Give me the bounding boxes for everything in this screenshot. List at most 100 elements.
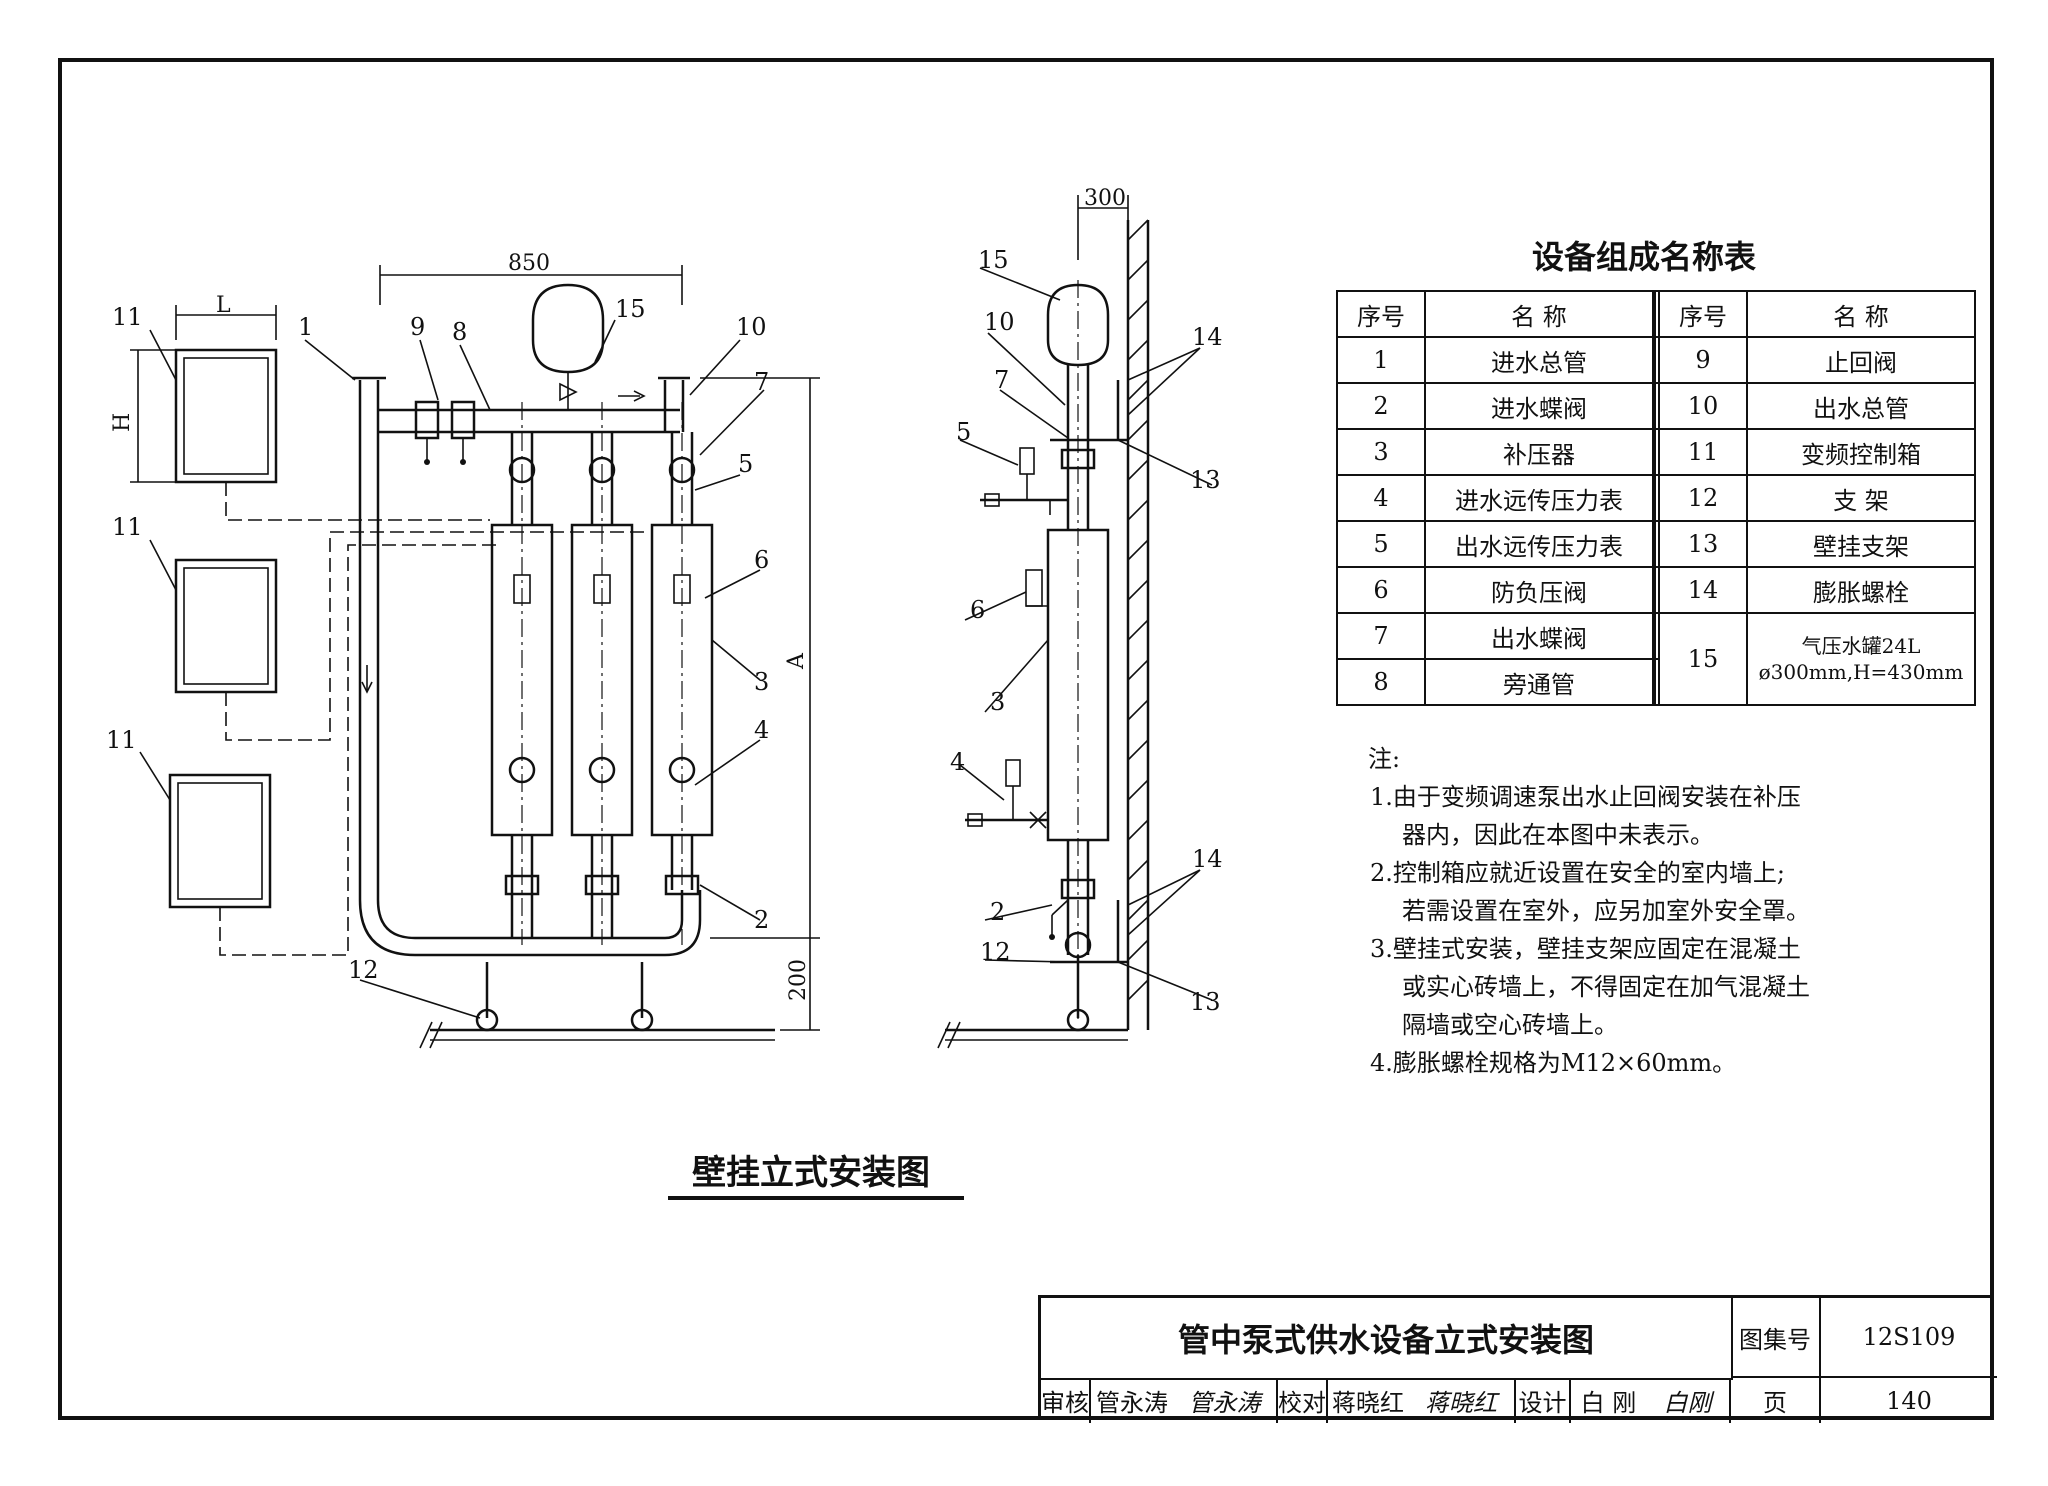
design-label: 设计 — [1516, 1378, 1571, 1423]
part-name: 壁挂支架 — [1746, 520, 1976, 568]
side-callout-14-top: 14 — [1192, 323, 1223, 351]
side-callout-7: 7 — [994, 366, 1009, 394]
note-1-line-2: 器内，因此在本图中未表示。 — [1402, 821, 1714, 849]
callout-2: 2 — [754, 906, 769, 934]
note-1-line-1: 1.由于变频调速泵出水止回阀安装在补压 — [1370, 783, 1801, 811]
callout-3: 3 — [754, 668, 769, 696]
callout-5: 5 — [738, 450, 753, 478]
front-view — [130, 265, 820, 1049]
dim-cabinet-width: L — [216, 293, 231, 318]
drawing-frame — [58, 58, 1994, 1420]
title-block: 管中泵式供水设备立式安装图 图集号 12S109 审核 管永涛 管永涛 校对 蒋… — [1038, 1295, 1997, 1423]
part-name: 变频控制箱 — [1746, 428, 1976, 476]
check-valve-9 — [414, 400, 476, 465]
part-spec: ø300mm,H=430mm — [1758, 660, 1964, 684]
part-name: 进水总管 — [1424, 336, 1655, 384]
front-view-labels: 850 L H A 200 11 1 9 8 15 10 7 5 6 3 4 2… — [106, 251, 811, 1001]
side-callout-4: 4 — [950, 748, 965, 776]
pressure-tank-15 — [531, 283, 605, 410]
side-callout-13-bottom: 13 — [1190, 988, 1221, 1016]
notes-heading: 注: — [1368, 745, 1401, 773]
dim-offset: 300 — [1084, 186, 1126, 211]
leader-lines — [139, 267, 1213, 1019]
parts-table: 序号 名 称 序号 名 称 1 进水总管 9 止回阀 2 进水蝶阀 10 出水总… — [1336, 290, 1976, 706]
callout-15: 15 — [615, 295, 646, 323]
callout-9: 9 — [410, 313, 425, 341]
part-no: 3 — [1336, 428, 1426, 476]
callout-7: 7 — [754, 368, 769, 396]
header-name: 名 称 — [1424, 290, 1655, 338]
part-name: 防负压阀 — [1424, 566, 1655, 614]
part-no: 6 — [1336, 566, 1426, 614]
part-no: 10 — [1658, 382, 1748, 430]
checker-name: 蒋晓红 — [1332, 1389, 1404, 1417]
part-no: 2 — [1336, 382, 1426, 430]
part-name: 支 架 — [1746, 474, 1976, 522]
notes: 注: 1.由于变频调速泵出水止回阀安装在补压 器内，因此在本图中未表示。 2.控… — [1368, 740, 1810, 1082]
table-row: 8 旁通管 — [1336, 658, 1975, 706]
dimensions — [130, 265, 820, 1031]
designer-signature: 白刚 — [1646, 1378, 1731, 1423]
table-row: 7 出水蝶阀 15 气压水罐24L ø300mm,H=430mm — [1336, 612, 1976, 706]
callout-11-bottom: 11 — [106, 726, 137, 754]
page-label: 页 — [1731, 1378, 1821, 1423]
note-3-line-3: 隔墙或空心砖墙上。 — [1402, 1011, 1618, 1039]
inlet-main-pipe — [352, 376, 702, 957]
callout-4: 4 — [754, 716, 769, 744]
page-number: 140 — [1886, 1386, 1932, 1415]
part-name: 止回阀 — [1746, 336, 1976, 384]
header-no: 序号 — [1336, 290, 1426, 338]
callout-8: 8 — [452, 318, 467, 346]
side-callout-2: 2 — [990, 898, 1005, 926]
header-name-right: 名 称 — [1746, 290, 1976, 338]
side-view-labels: 300 15 10 7 5 6 3 4 2 12 14 13 14 13 — [950, 186, 1223, 1016]
pump-columns — [490, 402, 714, 945]
part-no: 5 — [1336, 520, 1426, 568]
part-name: 旁通管 — [1424, 658, 1655, 706]
callout-11-top: 11 — [112, 303, 143, 331]
reviewer-name: 管永涛 — [1096, 1389, 1168, 1417]
side-callout-14-bottom: 14 — [1192, 845, 1223, 873]
check-label: 校对 — [1278, 1378, 1328, 1423]
side-callout-13-top: 13 — [1190, 466, 1221, 494]
part-name: 出水总管 — [1746, 382, 1976, 430]
part-no: 13 — [1658, 520, 1748, 568]
part-name: 进水蝶阀 — [1424, 382, 1655, 430]
dim-width: 850 — [508, 251, 550, 276]
part-name: 出水远传压力表 — [1424, 520, 1655, 568]
control-cabinets-11 — [168, 348, 278, 909]
callout-6: 6 — [754, 546, 769, 574]
atlas-label: 图集号 — [1731, 1298, 1821, 1378]
dim-height: A — [784, 652, 809, 670]
part-no: 15 — [1658, 612, 1748, 706]
dim-cabinet-height: H — [110, 413, 135, 432]
part-no: 12 — [1658, 474, 1748, 522]
part-no: 8 — [1336, 658, 1426, 706]
control-cables — [219, 482, 650, 956]
parts-table-title: 设备组成名称表 — [1532, 238, 1757, 276]
table-row: 6 防负压阀 14 膨胀螺栓 — [1336, 566, 1976, 614]
note-3-line-1: 3.壁挂式安装，壁挂支架应固定在混凝土 — [1370, 935, 1801, 963]
part-name: 膨胀螺栓 — [1746, 566, 1976, 614]
callout-12: 12 — [348, 956, 379, 984]
table-row: 1 进水总管 9 止回阀 — [1336, 336, 1976, 384]
dim-base: 200 — [786, 959, 811, 1001]
note-4-line-1: 4.膨胀螺栓规格为M12×60mm。 — [1370, 1049, 1737, 1077]
table-row: 4 进水远传压力表 12 支 架 — [1336, 474, 1976, 522]
note-3-line-2: 或实心砖墙上，不得固定在加气混凝土 — [1402, 973, 1810, 1001]
support-12 — [475, 962, 654, 1032]
part-no: 14 — [1658, 566, 1748, 614]
part-no: 9 — [1658, 336, 1748, 384]
note-2-line-2: 若需设置在室外，应另加室外安全罩。 — [1402, 897, 1810, 925]
table-row: 5 出水远传压力表 13 壁挂支架 — [1336, 520, 1976, 568]
callout-11-middle: 11 — [112, 513, 143, 541]
review-label: 审核 — [1041, 1378, 1091, 1423]
part-no: 7 — [1336, 612, 1426, 660]
side-callout-10: 10 — [984, 308, 1015, 336]
part-no: 1 — [1336, 336, 1426, 384]
part-name-tank: 气压水罐24L ø300mm,H=430mm — [1746, 612, 1976, 706]
table-header-row: 序号 名 称 序号 名 称 — [1336, 290, 1976, 338]
part-no: 4 — [1336, 474, 1426, 522]
part-name: 出水蝶阀 — [1424, 612, 1655, 660]
